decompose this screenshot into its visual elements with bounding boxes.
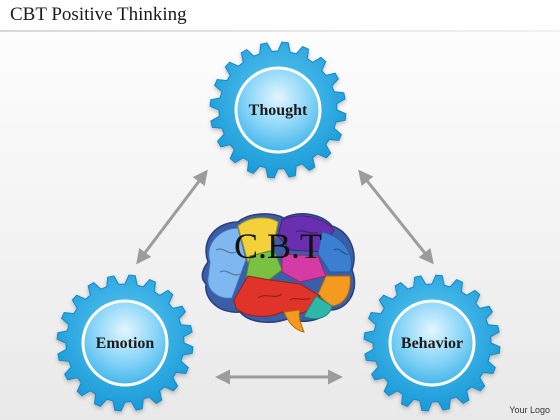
gear-thought-inner-disc — [234, 66, 322, 154]
brain-illustration: C.B.T — [201, 213, 356, 333]
arrow-thought-emotion — [136, 169, 208, 265]
gear-emotion-inner-disc — [81, 299, 169, 387]
gear-behavior: Behavior — [363, 274, 501, 412]
gear-behavior-inner-disc — [388, 299, 476, 387]
arrow-thought-behavior — [358, 169, 434, 265]
title-divider — [0, 30, 560, 32]
logo-placeholder: Your Logo — [509, 405, 550, 415]
brain-cerebellum — [303, 295, 333, 320]
brain-lobe-blue — [317, 231, 352, 273]
gear-emotion-label: Emotion — [96, 335, 155, 352]
page-title: CBT Positive Thinking — [10, 4, 187, 25]
brain-cbt-label: C.B.T — [234, 226, 322, 266]
gear-behavior-label: Behavior — [401, 335, 463, 352]
brain-lobe-green — [245, 249, 283, 283]
brain-lobe-magenta — [281, 253, 327, 283]
brain-lobe-frontal — [207, 227, 247, 299]
gear-emotion: Emotion — [56, 274, 194, 412]
gear-thought-label: Thought — [249, 102, 308, 119]
brain-folds — [215, 230, 349, 301]
gear-thought: Thought — [209, 41, 347, 179]
brain-stem — [283, 309, 305, 333]
